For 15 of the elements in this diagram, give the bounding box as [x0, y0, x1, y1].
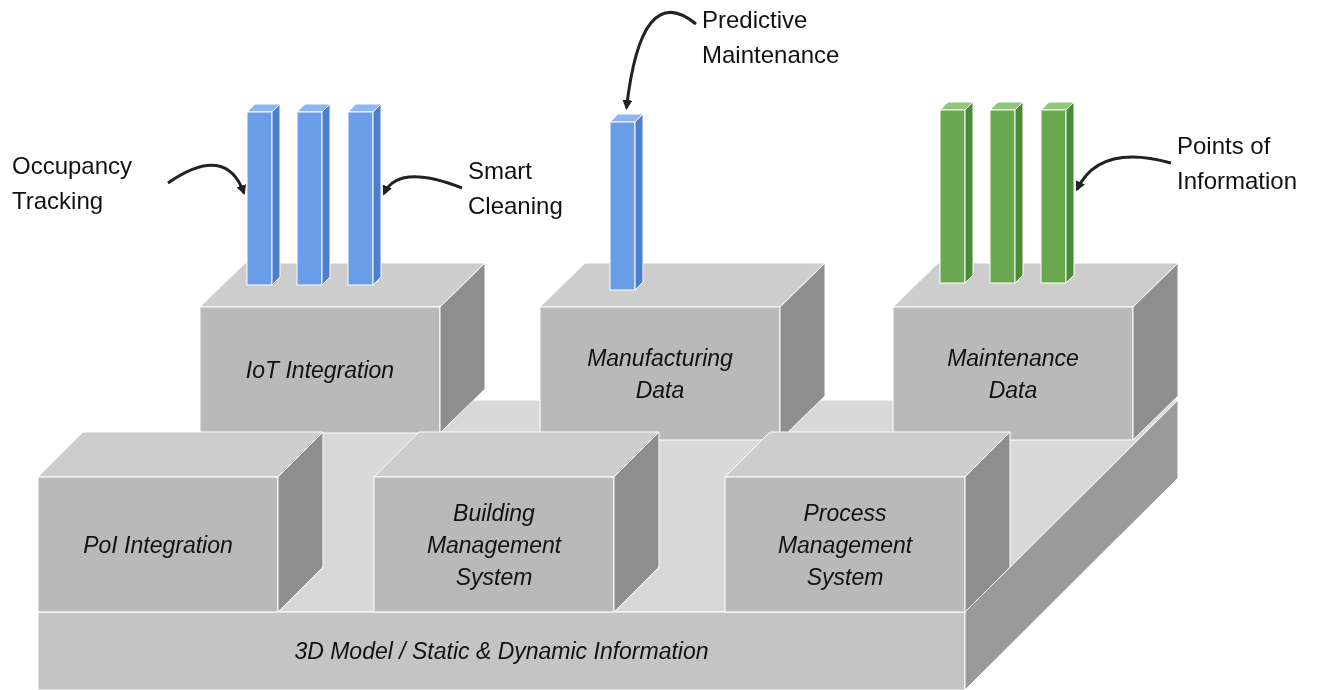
block-label: Process Management System — [776, 498, 914, 592]
callout-text: Predictive Maintenance — [702, 2, 872, 72]
block-label: Building Management System — [425, 498, 563, 592]
curved-arrow — [167, 163, 246, 196]
curved-arrow — [1075, 155, 1172, 192]
block-label: PoI Integration — [82, 530, 234, 560]
block-label: IoT Integration — [244, 356, 396, 385]
block-label: 3D Model / Static & Dynamic Information — [293, 637, 710, 666]
callout-text: Points of Information — [1177, 128, 1324, 198]
callout-text: Occupancy Tracking — [12, 148, 162, 218]
block-label: Manufacturing Data — [586, 343, 734, 405]
block-label: Maintenance Data — [946, 343, 1080, 405]
callout-text: Smart Cleaning — [468, 153, 598, 223]
curved-arrow — [382, 175, 463, 196]
curved-arrow — [622, 11, 697, 110]
